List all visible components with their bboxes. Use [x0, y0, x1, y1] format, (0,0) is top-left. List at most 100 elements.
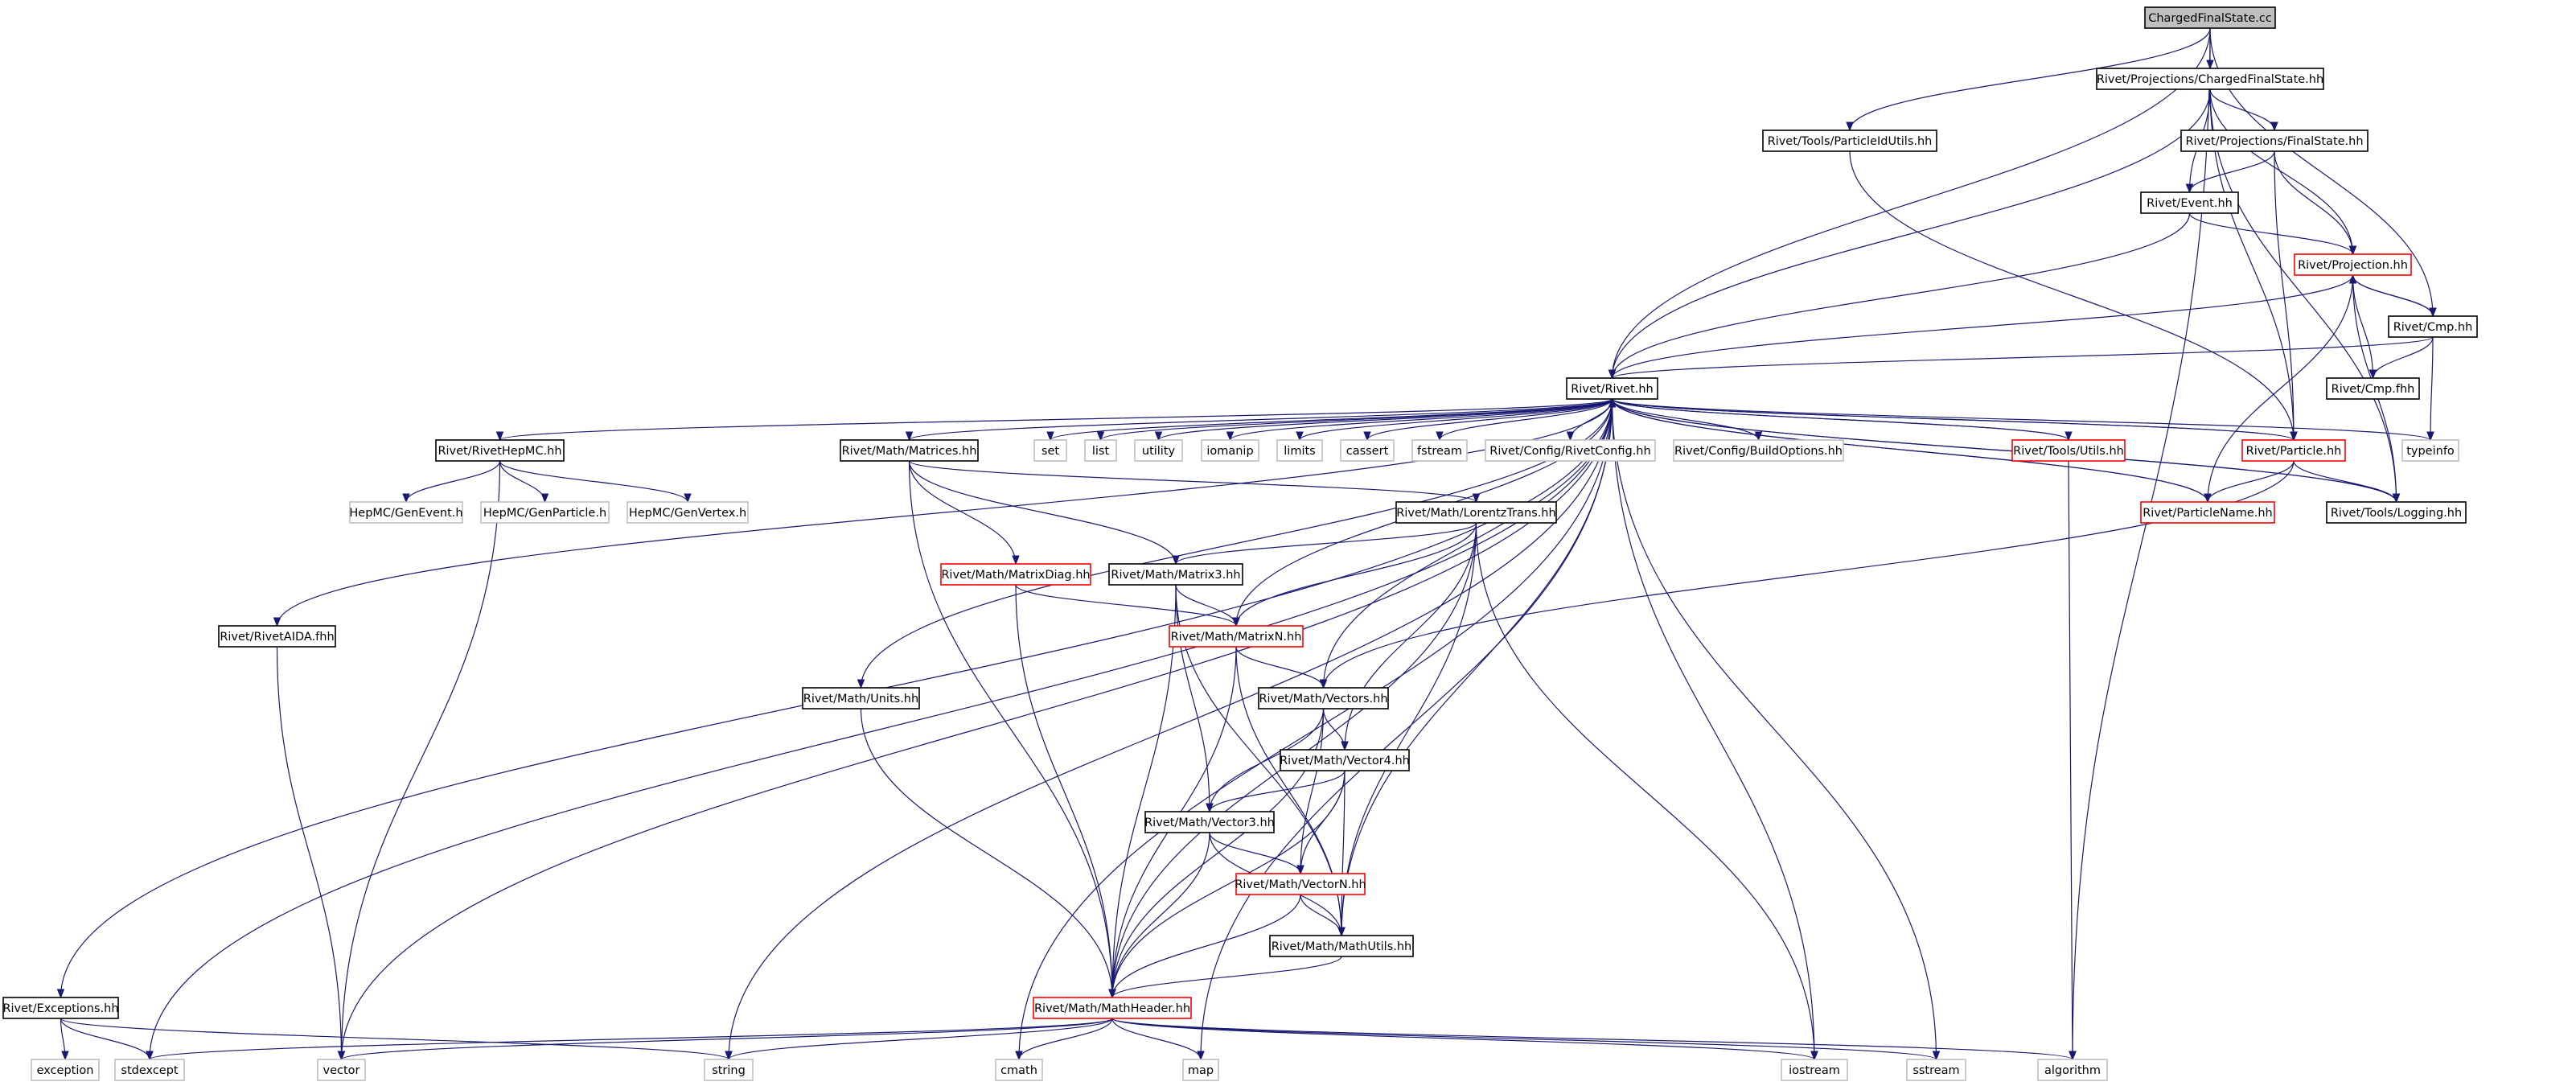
edge-CFS_hh-to-FinalState_hh	[2209, 88, 2278, 132]
node-RivetAIDA_fhh[interactable]: Rivet/RivetAIDA.fhh	[218, 625, 336, 648]
node-box	[1781, 1059, 1848, 1081]
edge-Matrices_hh-to-MathHeader_hh	[908, 460, 1116, 999]
node-label: Rivet/Math/Matrix3.hh	[1111, 569, 1240, 582]
node-box	[2241, 439, 2346, 462]
edge-MatrixN_hh-to-Vectors_hh	[1235, 646, 1328, 689]
arrowhead	[2348, 245, 2357, 256]
edge-Matrices_hh-to-MatrixDiag_hh	[908, 460, 1020, 566]
edge-MathHeader_hh-to-sstream	[1111, 1018, 1941, 1061]
node-iomanip: iomanip	[1201, 439, 1259, 462]
node-box	[1395, 501, 1557, 524]
node-RivetHepMC_hh[interactable]: Rivet/RivetHepMC.hh	[435, 439, 565, 462]
node-Matrices_hh[interactable]: Rivet/Math/Matrices.hh	[840, 439, 979, 462]
arrowhead	[402, 493, 410, 504]
node-label: Rivet/Tools/ParticleIdUtils.hh	[1768, 135, 1933, 148]
node-box	[480, 501, 610, 524]
node-VectorN_hh[interactable]: Rivet/Math/VectorN.hh	[1235, 873, 1366, 895]
arrowhead	[2185, 183, 2194, 194]
arrowhead	[1015, 1051, 1023, 1061]
edge-Cmp_hh-to-Projection_hh	[2348, 274, 2434, 317]
node-MathHeader_hh[interactable]: Rivet/Math/MathHeader.hh	[1033, 997, 1192, 1019]
edge-FinalState_hh-to-Particle_hh	[2274, 150, 2298, 442]
node-Vector4_hh[interactable]: Rivet/Math/Vector4.hh	[1280, 749, 1410, 771]
node-label: Rivet/ParticleName.hh	[2143, 507, 2273, 520]
arrowhead	[2348, 274, 2357, 284]
node-Cmp_hh[interactable]: Rivet/Cmp.hh	[2388, 315, 2478, 338]
arrowhead	[1296, 431, 1304, 442]
arrowhead	[1206, 803, 1214, 813]
node-label: Rivet/RivetHepMC.hh	[438, 445, 561, 458]
node-iostream: iostream	[1781, 1059, 1848, 1081]
node-Logging_hh[interactable]: Rivet/Tools/Logging.hh	[2326, 501, 2467, 524]
node-HepMC_GenParticle: HepMC/GenParticle.h	[480, 501, 610, 524]
node-Matrix3_hh[interactable]: Rivet/Math/Matrix3.hh	[1108, 563, 1243, 586]
edge-Logging_hh-to-Rivet_hh	[1608, 397, 2397, 503]
edge-Vector4_hh-to-Vector3_hh	[1206, 770, 1346, 813]
node-vector: vector	[317, 1059, 366, 1081]
node-MathUtils_hh[interactable]: Rivet/Math/MathUtils.hh	[1269, 935, 1414, 957]
node-label: iomanip	[1206, 445, 1253, 458]
arrowhead	[1319, 679, 1328, 689]
node-Vector3_hh[interactable]: Rivet/Math/Vector3.hh	[1144, 811, 1275, 833]
edge-Units_hh-to-MathHeader_hh	[860, 708, 1116, 999]
node-FinalState_hh[interactable]: Rivet/Projections/FinalState.hh	[2180, 130, 2369, 152]
node-box	[2140, 501, 2275, 524]
edge-Cmp_hh-to-Rivet_hh	[1608, 336, 2434, 380]
arrowhead	[2270, 121, 2278, 132]
edge-RivetHepMC_hh-to-HepMC_GenVertex	[499, 460, 692, 504]
node-Units_hh[interactable]: Rivet/Math/Units.hh	[802, 687, 920, 710]
node-label: Rivet/Exceptions.hh	[2, 1002, 118, 1015]
node-box	[1033, 997, 1192, 1019]
edge-Rivet_hh-to-string	[725, 398, 1613, 1061]
node-box	[317, 1059, 366, 1081]
node-Cmp_fhh[interactable]: Rivet/Cmp.fhh	[2326, 377, 2420, 400]
node-ToolsUtils_hh[interactable]: Rivet/Tools/Utils.hh	[2011, 439, 2126, 462]
node-ParticleIdUtils_hh[interactable]: Rivet/Tools/ParticleIdUtils.hh	[1762, 130, 1937, 152]
node-box	[2294, 253, 2412, 276]
node-Particle_hh[interactable]: Rivet/Particle.hh	[2241, 439, 2346, 462]
node-MatrixDiag_hh[interactable]: Rivet/Math/MatrixDiag.hh	[940, 563, 1091, 586]
node-box	[2140, 191, 2239, 214]
node-box	[1566, 377, 1658, 400]
node-box	[2180, 130, 2369, 152]
node-label: Rivet/Cmp.fhh	[2332, 383, 2415, 396]
node-label: Rivet/Math/MatrixDiag.hh	[941, 569, 1090, 582]
edge-ChargedFinalState_cc-to-ParticleIdUtils_hh	[1846, 27, 2211, 132]
edge-Matrix3_hh-to-MatrixN_hh	[1175, 584, 1240, 627]
node-box	[1134, 439, 1183, 462]
node-MatrixN_hh[interactable]: Rivet/Math/MatrixN.hh	[1169, 625, 1304, 648]
node-Rivet_hh[interactable]: Rivet/Rivet.hh	[1566, 377, 1658, 400]
edge-MathHeader_hh-to-map	[1111, 1018, 1205, 1061]
node-Event_hh[interactable]: Rivet/Event.hh	[2140, 191, 2239, 214]
node-box	[704, 1059, 754, 1081]
arrowhead	[1810, 1051, 1818, 1061]
node-exception: exception	[31, 1059, 100, 1081]
node-Projection_hh[interactable]: Rivet/Projection.hh	[2294, 253, 2412, 276]
node-label: Rivet/Math/Vector4.hh	[1280, 755, 1410, 767]
node-Exceptions_hh[interactable]: Rivet/Exceptions.hh	[2, 997, 119, 1019]
arrowhead	[1608, 369, 1617, 380]
node-LorentzTrans_hh[interactable]: Rivet/Math/LorentzTrans.hh	[1395, 501, 1557, 524]
edge-Rivet_hh-to-limits	[1296, 398, 1613, 442]
node-label: Rivet/Event.hh	[2147, 197, 2233, 210]
edge-MathHeader_hh-to-string	[725, 1018, 1113, 1061]
arrowhead	[1436, 431, 1444, 442]
node-box	[1673, 439, 1844, 462]
node-cassert: cassert	[1340, 439, 1395, 462]
edge-MathHeader_hh-to-stdexcept	[146, 1018, 1113, 1061]
node-label: limits	[1284, 445, 1315, 458]
arrowhead	[1046, 431, 1054, 442]
node-CFS_hh[interactable]: Rivet/Projections/ChargedFinalState.hh	[2096, 68, 2324, 90]
node-label: Rivet/Tools/Utils.hh	[2013, 445, 2124, 458]
node-box	[1201, 439, 1259, 462]
node-ParticleName_hh[interactable]: Rivet/ParticleName.hh	[2140, 501, 2275, 524]
node-Vectors_hh[interactable]: Rivet/Math/Vectors.hh	[1258, 687, 1389, 710]
node-label: set	[1041, 445, 1059, 458]
edge-Particle_hh-to-Rivet_hh	[1608, 397, 2295, 441]
node-ChargedFinalState_cc[interactable]: ChargedFinalState.cc	[2144, 6, 2276, 29]
edge-Rivet_hh-to-vector	[337, 398, 1613, 1061]
node-label: algorithm	[2044, 1064, 2101, 1077]
node-label: Rivet/Math/Vectors.hh	[1259, 693, 1387, 705]
node-label: iostream	[1789, 1064, 1840, 1077]
